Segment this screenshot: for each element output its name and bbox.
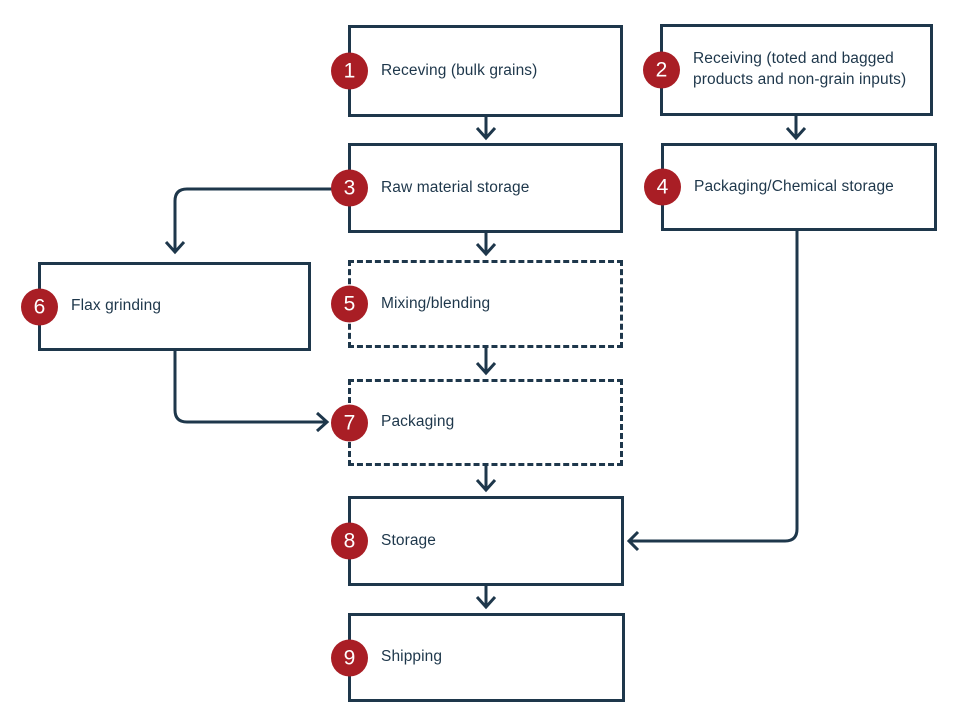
- node-label-flax-grinding: Flax grinding: [71, 297, 162, 315]
- node-label-storage: Storage: [381, 531, 436, 549]
- edge-5-7: [475, 348, 497, 376]
- node-box-shipping: 9 Shipping: [331, 613, 625, 702]
- edge-2-4: [785, 116, 807, 141]
- node-label-packaging: Packaging: [381, 413, 455, 431]
- edge-3-6: [164, 187, 340, 255]
- node-box-mixing-blending: 5 Mixing/blending: [331, 260, 623, 348]
- edge-8-9: [475, 586, 497, 610]
- step-badge-5: 5: [331, 285, 368, 323]
- node-box-raw-material-storage: 3 Raw material storage: [331, 143, 623, 233]
- node-label-mixing-blending: Mixing/blending: [381, 294, 491, 312]
- node-box-packaging-chemical-storage: 4 Packaging/Chemical storage: [644, 143, 937, 231]
- step-badge-1: 1: [331, 52, 368, 90]
- step-badge-2: 2: [643, 51, 680, 89]
- edge-1-3: [475, 117, 497, 141]
- edge-4-8: [626, 231, 799, 552]
- node-box-packaging: 7 Packaging: [331, 379, 623, 466]
- node-label-shipping: Shipping: [381, 648, 443, 666]
- edge-7-8: [475, 466, 497, 493]
- node-box-receiving-toted: 2 Receiving (toted and bagged products a…: [643, 24, 933, 116]
- step-badge-8: 8: [331, 522, 368, 560]
- node-label-receiving-bulk: Receving (bulk grains): [381, 61, 538, 79]
- node-label-packaging-chemical-storage: Packaging/Chemical storage: [694, 177, 894, 195]
- node-label-raw-material-storage: Raw material storage: [381, 178, 530, 196]
- node-box-storage: 8 Storage: [331, 496, 624, 586]
- node-box-flax-grinding: 6 Flax grinding: [21, 262, 311, 351]
- step-badge-9: 9: [331, 639, 368, 676]
- edge-6-7: [173, 351, 330, 433]
- node-box-receiving-bulk: 1 Receving (bulk grains): [331, 25, 623, 117]
- step-badge-3: 3: [331, 169, 368, 207]
- step-badge-6: 6: [21, 288, 58, 325]
- step-badge-4: 4: [644, 168, 681, 206]
- edge-3-5: [475, 233, 497, 257]
- step-badge-7: 7: [331, 404, 368, 441]
- node-label-receiving-toted: Receiving (toted and bagged products and…: [693, 50, 907, 88]
